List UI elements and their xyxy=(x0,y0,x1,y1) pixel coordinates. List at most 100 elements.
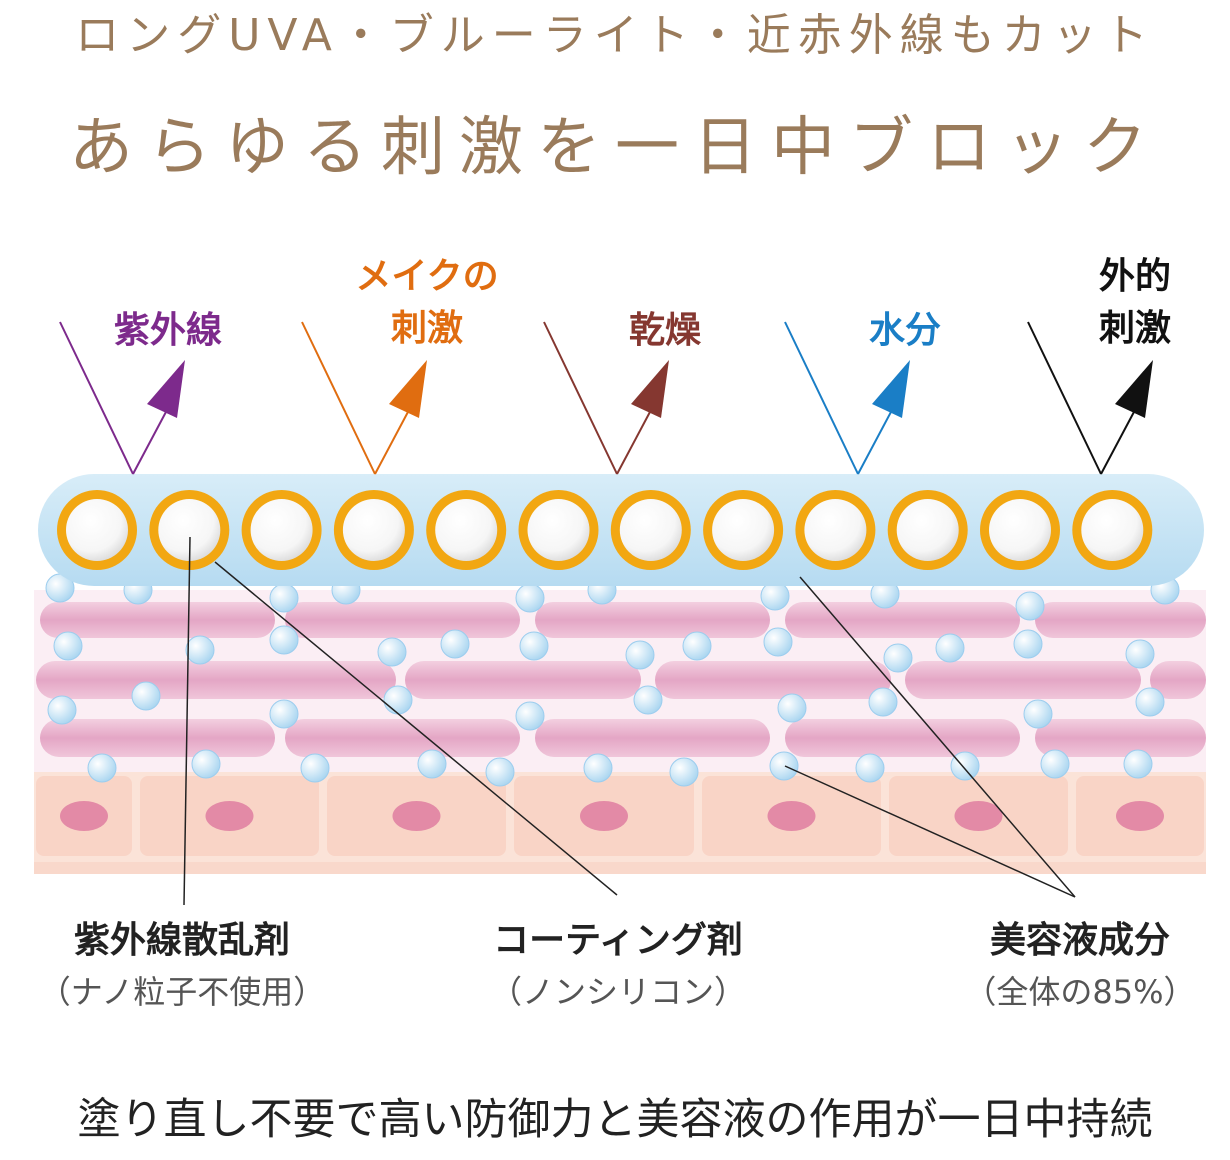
incoming-stimulus-line xyxy=(301,321,376,475)
reflected-stimulus-line xyxy=(1100,409,1136,475)
uv-scatter-particle xyxy=(619,499,682,561)
component-name-coating: コーティング剤 xyxy=(493,920,743,961)
serum-droplet xyxy=(377,637,407,667)
stimulus-label-external: 外的 xyxy=(1099,256,1171,297)
skin-cell xyxy=(535,719,770,757)
footer-caption: 塗り直し不要で高い防御力と美容液の作用が一日中持続 xyxy=(77,1095,1153,1145)
uv-scatter-particle xyxy=(342,499,405,561)
serum-droplet xyxy=(760,581,790,611)
skin-cell xyxy=(1035,602,1206,638)
uv-scatter-particle xyxy=(527,499,590,561)
serum-droplet xyxy=(669,757,699,787)
leader-line xyxy=(784,765,1076,898)
serum-droplet xyxy=(269,625,299,655)
skin-cell xyxy=(535,602,770,638)
stimulus-label-moisture: 水分 xyxy=(869,310,941,351)
serum-droplet xyxy=(87,753,117,783)
leader-line-layer xyxy=(183,536,1076,906)
skin-cell xyxy=(40,602,275,638)
serum-droplet xyxy=(868,687,898,717)
serum-droplet xyxy=(583,753,613,783)
serum-droplet xyxy=(1013,629,1043,659)
skin-cell xyxy=(285,719,520,757)
uv-scatter-particle xyxy=(66,499,128,561)
cell-nucleus xyxy=(60,801,108,831)
cell-nucleus xyxy=(580,801,628,831)
serum-droplet xyxy=(935,633,965,663)
serum-droplet xyxy=(682,631,712,661)
skin-cell xyxy=(905,661,1141,699)
serum-droplet xyxy=(950,751,980,781)
serum-droplet xyxy=(1125,639,1155,669)
uv-scatter-particle xyxy=(896,499,959,561)
reflected-stimulus-line xyxy=(857,409,893,475)
leader-line xyxy=(183,536,191,906)
skin-cell-layer xyxy=(34,590,1206,772)
serum-droplet xyxy=(440,629,470,659)
serum-droplet xyxy=(883,643,913,673)
cell-nucleus xyxy=(767,801,816,831)
serum-droplet xyxy=(769,751,799,781)
skin-cell xyxy=(785,602,1020,638)
uv-scatter-particle xyxy=(435,499,498,561)
serum-droplet xyxy=(633,685,663,715)
serum-droplet xyxy=(269,699,299,729)
skin-cell xyxy=(160,661,396,699)
component-note-uv-scatter: （ナノ粒子不使用） xyxy=(39,973,325,1011)
uv-scatter-particle xyxy=(1081,499,1144,561)
stimulus-arrow-layer xyxy=(59,321,1153,475)
cell-nucleus xyxy=(392,801,441,831)
serum-droplet xyxy=(1135,687,1165,717)
cell-nucleus xyxy=(954,801,1003,831)
serum-droplet xyxy=(1023,699,1053,729)
serum-droplet xyxy=(1040,749,1070,779)
serum-droplet xyxy=(763,627,793,657)
serum-droplet xyxy=(47,695,77,725)
incoming-stimulus-line xyxy=(59,321,134,475)
arrow-head xyxy=(631,360,669,418)
skin-cell xyxy=(405,661,641,699)
serum-droplet xyxy=(300,753,330,783)
component-note-serum: （全体の85%） xyxy=(964,973,1195,1011)
cell-nucleus xyxy=(205,801,254,831)
stimulus-label-makeup: メイクの xyxy=(355,256,498,297)
serum-droplet xyxy=(485,757,515,787)
serum-droplet xyxy=(515,701,545,731)
arrow-head xyxy=(872,360,910,418)
skin-cell xyxy=(785,719,1020,757)
serum-droplet xyxy=(53,631,83,661)
serum-droplet xyxy=(383,685,413,715)
serum-droplet xyxy=(269,583,299,613)
serum-droplet xyxy=(515,583,545,613)
arrow-head xyxy=(147,360,185,418)
skin-cell xyxy=(285,602,520,638)
stimuli-labels: 紫外線 メイクの 刺激 乾燥 水分 外的 刺激 xyxy=(114,256,1171,351)
uv-scatter-particle xyxy=(250,499,313,561)
arrow-head xyxy=(389,360,427,418)
uv-scatter-particle xyxy=(989,499,1051,561)
page-title: あらゆる刺激を一日中ブロック xyxy=(69,111,1161,185)
skin-cell xyxy=(1035,719,1206,757)
cell-nucleus xyxy=(1116,801,1164,831)
incoming-stimulus-line xyxy=(784,321,859,475)
serum-droplet xyxy=(191,749,221,779)
leader-line xyxy=(799,576,1076,898)
serum-droplet xyxy=(1015,591,1045,621)
base-cell-layer xyxy=(34,770,1206,874)
serum-droplet xyxy=(625,640,655,670)
reflected-stimulus-line xyxy=(132,409,168,475)
serum-droplet xyxy=(777,693,807,723)
component-labels: 紫外線散乱剤 （ナノ粒子不使用） コーティング剤 （ノンシリコン） 美容液成分 … xyxy=(39,920,1196,1011)
base-cell-row-edge xyxy=(34,862,1206,874)
incoming-stimulus-line xyxy=(543,321,618,475)
serum-droplet xyxy=(855,753,885,783)
leader-line xyxy=(214,561,618,896)
skin-protection-diagram: 紫外線 メイクの 刺激 乾燥 水分 外的 刺激 紫外線散乱剤 （ナノ粒子不使用）… xyxy=(34,256,1206,1011)
serum-droplet xyxy=(185,635,215,665)
reflected-stimulus-line xyxy=(616,409,652,475)
component-note-coating: （ノンシリコン） xyxy=(490,973,746,1011)
component-name-serum: 美容液成分 xyxy=(990,920,1170,961)
component-name-uv-scatter: 紫外線散乱剤 xyxy=(74,920,290,961)
skin-cell xyxy=(1150,661,1206,699)
reflected-stimulus-line xyxy=(374,409,410,475)
